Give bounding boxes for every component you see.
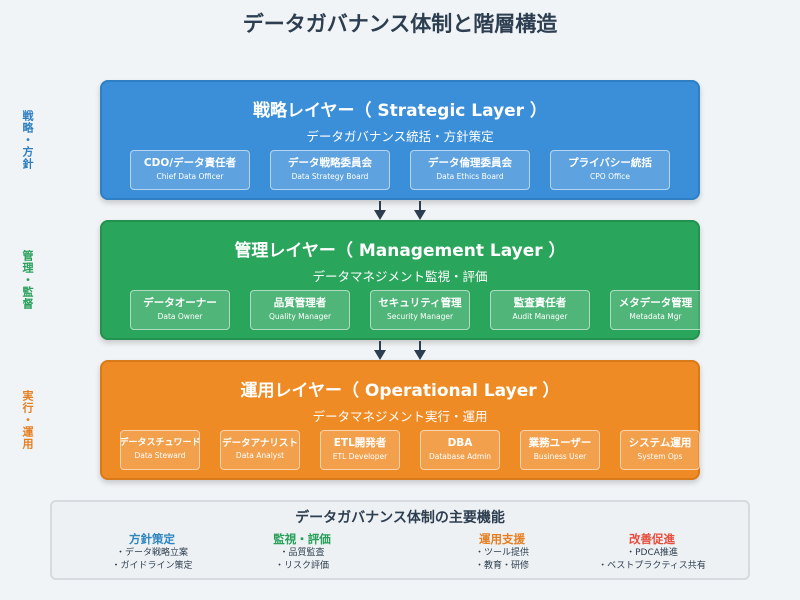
key-functions-title: データガバナンス体制の主要機能: [295, 510, 505, 526]
role-en: Business User: [533, 451, 587, 461]
function-point: ・教育・研修: [474, 561, 529, 571]
role-box-audit-manager: 監査責任者 Audit Manager: [490, 290, 590, 330]
down-arrow-icon: [373, 201, 387, 220]
role-box-quality-manager: 品質管理者 Quality Manager: [250, 290, 350, 330]
function-point: ・データ戦略立案: [115, 548, 188, 558]
role-en: Security Manager: [386, 311, 454, 321]
role-en: Data Analyst: [235, 451, 285, 461]
role-box-system-ops: システム運用 System Ops: [620, 430, 700, 470]
function-policy: 方針策定 ・データ戦略立案 ・ガイドライン策定: [77, 531, 227, 573]
function-operation-support: 運用支援 ・ツール提供 ・教育・研修: [427, 531, 577, 573]
role-en: Audit Manager: [512, 311, 568, 321]
role-box-cdo: CDO/データ責任者 Chief Data Officer: [130, 150, 250, 190]
side-label-strategic: 戦略・方針: [21, 110, 34, 170]
role-name: データオーナー: [143, 297, 217, 310]
role-name: システム運用: [628, 437, 692, 450]
down-arrow-icon: [413, 201, 427, 220]
role-box-data-analyst: データアナリスト Data Analyst: [220, 430, 300, 470]
strategic-layer-subtitle: データガバナンス統括・方針策定: [306, 129, 494, 144]
management-layer: 管理レイヤー（ Management Layer ） データマネジメント監視・評…: [100, 220, 700, 340]
role-en: Data Ethics Board: [436, 171, 504, 181]
role-box-privacy: プライバシー統括 CPO Office: [550, 150, 670, 190]
function-title: 運用支援: [479, 532, 525, 546]
management-layer-title: 管理レイヤー（ Management Layer ）: [234, 241, 566, 261]
function-title: 監視・評価: [273, 532, 331, 546]
role-name: CDO/データ責任者: [143, 157, 237, 170]
role-en: Data Strategy Board: [291, 171, 369, 181]
role-en: System Ops: [637, 451, 683, 461]
role-name: セキュリティ管理: [378, 297, 462, 310]
role-name: ETL開発者: [333, 437, 387, 450]
function-point: ・リスク評価: [274, 561, 329, 571]
strategic-layer: 戦略レイヤー（ Strategic Layer ） データガバナンス統括・方針策…: [100, 80, 700, 200]
down-arrow-icon: [373, 341, 387, 360]
role-box-dba: DBA Database Admin: [420, 430, 500, 470]
role-name: データ戦略委員会: [288, 157, 372, 170]
side-label-management: 管理・監督: [21, 250, 34, 310]
function-point: ・品質監査: [279, 548, 325, 558]
side-label-operational: 実行・運用: [21, 390, 34, 450]
role-box-data-owner: データオーナー Data Owner: [130, 290, 230, 330]
operational-layer-subtitle: データマネジメント実行・運用: [312, 409, 488, 424]
role-name: DBA: [447, 437, 473, 450]
page-title: データガバナンス体制と階層構造: [242, 12, 558, 36]
role-box-metadata-manager: メタデータ管理 Metadata Mgr: [610, 290, 700, 330]
role-name: 品質管理者: [273, 297, 327, 310]
strategic-layer-title: 戦略レイヤー（ Strategic Layer ）: [253, 101, 547, 121]
role-en: Database Admin: [428, 451, 492, 461]
role-name: データ倫理委員会: [428, 157, 512, 170]
role-box-business-user: 業務ユーザー Business User: [520, 430, 600, 470]
role-en: Quality Manager: [268, 311, 332, 321]
function-point: ・ベストプラクティス共有: [598, 561, 706, 571]
operational-layer: 運用レイヤー（ Operational Layer ） データマネジメント実行・…: [100, 360, 700, 480]
role-en: Chief Data Officer: [156, 171, 224, 181]
role-name: データスチュワード: [120, 438, 200, 449]
function-title: 方針策定: [129, 532, 175, 546]
role-name: 業務ユーザー: [528, 437, 592, 450]
function-monitoring: 監視・評価 ・品質監査 ・リスク評価: [227, 531, 377, 573]
role-en: ETL Developer: [332, 451, 388, 461]
role-box-security-manager: セキュリティ管理 Security Manager: [370, 290, 470, 330]
down-arrow-icon: [413, 341, 427, 360]
role-name: データアナリスト: [222, 437, 298, 449]
function-point: ・ツール提供: [474, 548, 529, 558]
role-box-strategy-board: データ戦略委員会 Data Strategy Board: [270, 150, 390, 190]
role-en: CPO Office: [590, 171, 630, 181]
role-en: Metadata Mgr: [629, 311, 682, 321]
function-point: ・ガイドライン策定: [111, 561, 193, 571]
role-name: 監査責任者: [513, 297, 567, 310]
role-en: Data Owner: [157, 311, 203, 321]
key-functions-panel: データガバナンス体制の主要機能 方針策定 ・データ戦略立案 ・ガイドライン策定 …: [50, 500, 750, 580]
role-box-ethics-board: データ倫理委員会 Data Ethics Board: [410, 150, 530, 190]
role-en: Data Steward: [134, 450, 186, 460]
management-layer-subtitle: データマネジメント監視・評価: [312, 269, 488, 284]
role-box-etl-developer: ETL開発者 ETL Developer: [320, 430, 400, 470]
operational-layer-title: 運用レイヤー（ Operational Layer ）: [240, 381, 560, 401]
function-point: ・PDCA推進: [626, 548, 678, 558]
function-improvement: 改善促進 ・PDCA推進 ・ベストプラクティス共有: [577, 531, 727, 573]
role-name: メタデータ管理: [618, 297, 693, 310]
function-title: 改善促進: [629, 532, 675, 546]
role-name: プライバシー統括: [568, 157, 652, 170]
role-box-data-steward: データスチュワード Data Steward: [120, 430, 200, 470]
